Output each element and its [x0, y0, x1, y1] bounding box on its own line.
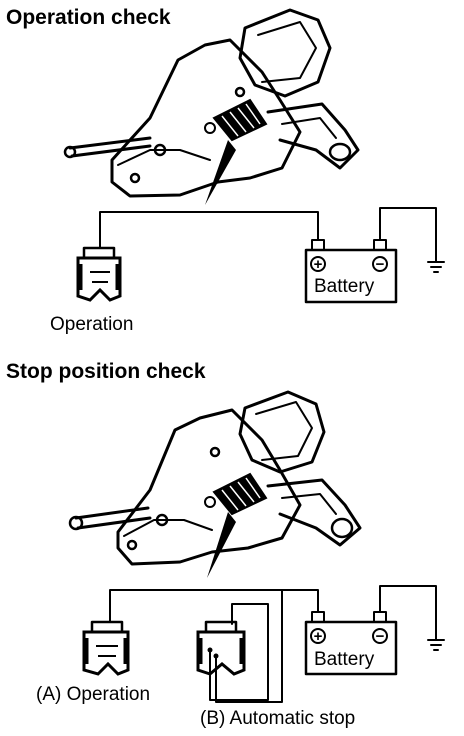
battery-bottom: + − Battery — [304, 611, 398, 676]
operation-label-a: (A) Operation — [36, 684, 150, 705]
operation-connector-a — [82, 620, 130, 676]
battery-minus-symbol-bottom: − — [376, 628, 385, 645]
stop-position-check-title: Stop position check — [6, 360, 206, 383]
battery-top: + − Battery — [304, 239, 398, 304]
operation-connector-top — [76, 246, 122, 302]
battery-label-bottom: Battery — [314, 649, 375, 670]
wiper-motor-illustration-bottom — [68, 390, 362, 578]
automatic-stop-label-b: (B) Automatic stop — [200, 708, 355, 729]
automatic-stop-connector-b — [196, 620, 246, 676]
wiring-bottom — [109, 585, 437, 703]
wiring-top — [99, 207, 437, 263]
operation-label-top: Operation — [50, 314, 133, 335]
ground-icon-bottom — [427, 639, 445, 651]
battery-minus-symbol-top: − — [376, 256, 385, 273]
ground-icon-top — [427, 261, 445, 273]
battery-label-top: Battery — [314, 276, 375, 297]
operation-check-title: Operation check — [6, 6, 171, 29]
battery-plus-symbol-top: + — [314, 256, 323, 273]
wiper-motor-illustration-top — [63, 8, 360, 205]
battery-plus-symbol-bottom: + — [314, 628, 323, 645]
